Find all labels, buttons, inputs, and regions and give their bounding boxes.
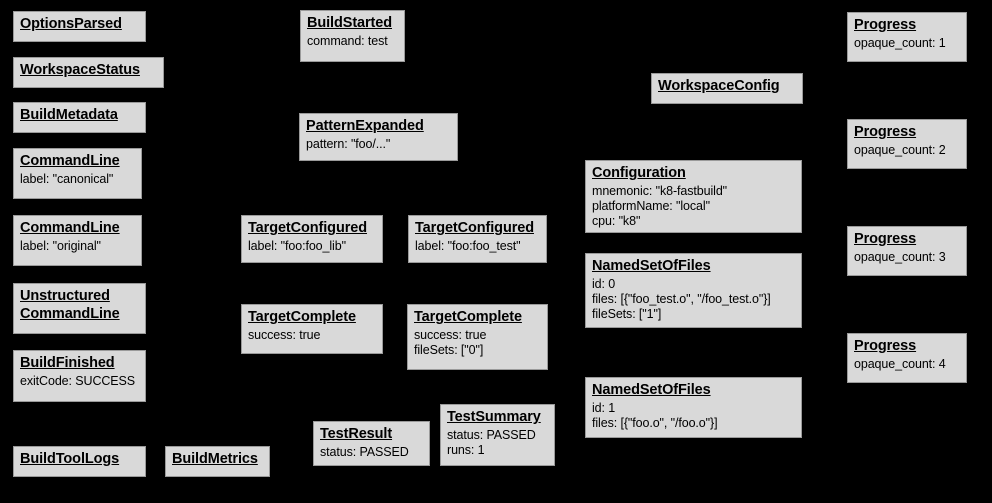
event-node-title: PatternExpanded [306, 118, 424, 134]
event-node-title: TestSummary [447, 409, 541, 425]
event-node-title: Configuration [592, 165, 686, 181]
event-node-progress-3[interactable]: Progress opaque_count: 3 [847, 226, 967, 276]
event-node-title: CommandLine [20, 153, 120, 169]
event-node-progress-4[interactable]: Progress opaque_count: 4 [847, 333, 967, 383]
event-node-title: TargetComplete [414, 309, 522, 325]
event-node-progress-2[interactable]: Progress opaque_count: 2 [847, 119, 967, 169]
event-node-title: WorkspaceConfig [658, 78, 780, 94]
event-node-fields: label: "foo:foo_lib" [248, 238, 346, 253]
event-node-workspace-config[interactable]: WorkspaceConfig [651, 73, 803, 104]
event-node-test-summary[interactable]: TestSummary status: PASSED runs: 1 [440, 404, 555, 466]
event-node-test-result[interactable]: TestResult status: PASSED [313, 421, 430, 466]
event-node-title: OptionsParsed [20, 16, 122, 32]
event-node-progress-1[interactable]: Progress opaque_count: 1 [847, 12, 967, 62]
event-node-configuration[interactable]: Configuration mnemonic: "k8-fastbuild" pl… [585, 160, 802, 233]
event-node-title: TargetConfigured [248, 220, 367, 236]
event-node-title: TargetComplete [248, 309, 356, 325]
event-node-build-metrics[interactable]: BuildMetrics [165, 446, 270, 477]
event-node-title: BuildStarted [307, 15, 393, 31]
event-node-build-started[interactable]: BuildStarted command: test [300, 10, 405, 62]
event-node-fields: opaque_count: 4 [854, 356, 946, 371]
event-node-fields: label: "original" [20, 238, 101, 253]
event-node-fields: command: test [307, 33, 388, 48]
event-node-title: NamedSetOfFiles [592, 382, 711, 398]
event-node-title: Progress [854, 231, 917, 247]
event-node-fields: exitCode: SUCCESS [20, 373, 136, 388]
event-node-unstructured-command-line[interactable]: Unstructured CommandLine [13, 283, 146, 334]
event-node-title: Progress [854, 338, 917, 354]
event-node-fields: label: "canonical" [20, 171, 114, 186]
event-node-title: BuildMetadata [20, 107, 118, 123]
event-node-fields: mnemonic: "k8-fastbuild" platformName: "… [592, 183, 728, 229]
event-node-title: Progress [854, 124, 917, 140]
event-node-title: Progress [854, 17, 917, 33]
event-node-target-configured-foo-test[interactable]: TargetConfigured label: "foo:foo_test" [408, 215, 547, 263]
event-node-title: BuildFinished [20, 355, 115, 371]
event-node-title: TargetConfigured [415, 220, 534, 236]
event-node-title: BuildMetrics [172, 451, 258, 467]
event-node-fields: success: true [248, 327, 321, 342]
event-node-fields: opaque_count: 1 [854, 35, 946, 50]
event-node-fields: id: 1 files: [{"foo.o", "/foo.o"}] [592, 400, 718, 430]
event-node-command-line-canonical[interactable]: CommandLine label: "canonical" [13, 148, 142, 199]
event-node-fields: status: PASSED runs: 1 [447, 427, 536, 457]
event-node-target-configured-foo-lib[interactable]: TargetConfigured label: "foo:foo_lib" [241, 215, 383, 263]
event-node-named-set-of-files-0[interactable]: NamedSetOfFiles id: 0 files: [{"foo_test.… [585, 253, 802, 328]
event-node-build-metadata[interactable]: BuildMetadata [13, 102, 146, 133]
event-node-title: WorkspaceStatus [20, 62, 140, 78]
event-node-named-set-of-files-1[interactable]: NamedSetOfFiles id: 1 files: [{"foo.o", "… [585, 377, 802, 438]
event-node-title: Unstructured CommandLine [20, 288, 120, 322]
event-node-fields: opaque_count: 3 [854, 249, 946, 264]
event-node-fields: pattern: "foo/..." [306, 136, 391, 151]
event-node-fields: status: PASSED [320, 444, 409, 459]
event-node-title: CommandLine [20, 220, 120, 236]
event-node-pattern-expanded[interactable]: PatternExpanded pattern: "foo/..." [299, 113, 458, 161]
event-node-fields: id: 0 files: [{"foo_test.o", "/foo_test.… [592, 276, 771, 322]
event-node-build-finished[interactable]: BuildFinished exitCode: SUCCESS [13, 350, 146, 402]
event-node-fields: label: "foo:foo_test" [415, 238, 521, 253]
event-node-workspace-status[interactable]: WorkspaceStatus [13, 57, 164, 88]
event-node-fields: opaque_count: 2 [854, 142, 946, 157]
event-node-options-parsed[interactable]: OptionsParsed [13, 11, 146, 42]
event-node-command-line-original[interactable]: CommandLine label: "original" [13, 215, 142, 266]
event-node-target-complete-foo-lib[interactable]: TargetComplete success: true [241, 304, 383, 354]
event-node-fields: success: true fileSets: ["0"] [414, 327, 487, 357]
event-node-title: NamedSetOfFiles [592, 258, 711, 274]
event-node-target-complete-foo-test[interactable]: TargetComplete success: true fileSets: ["… [407, 304, 548, 370]
event-node-title: TestResult [320, 426, 393, 442]
event-node-title: BuildToolLogs [20, 451, 120, 467]
event-node-build-tool-logs[interactable]: BuildToolLogs [13, 446, 146, 477]
